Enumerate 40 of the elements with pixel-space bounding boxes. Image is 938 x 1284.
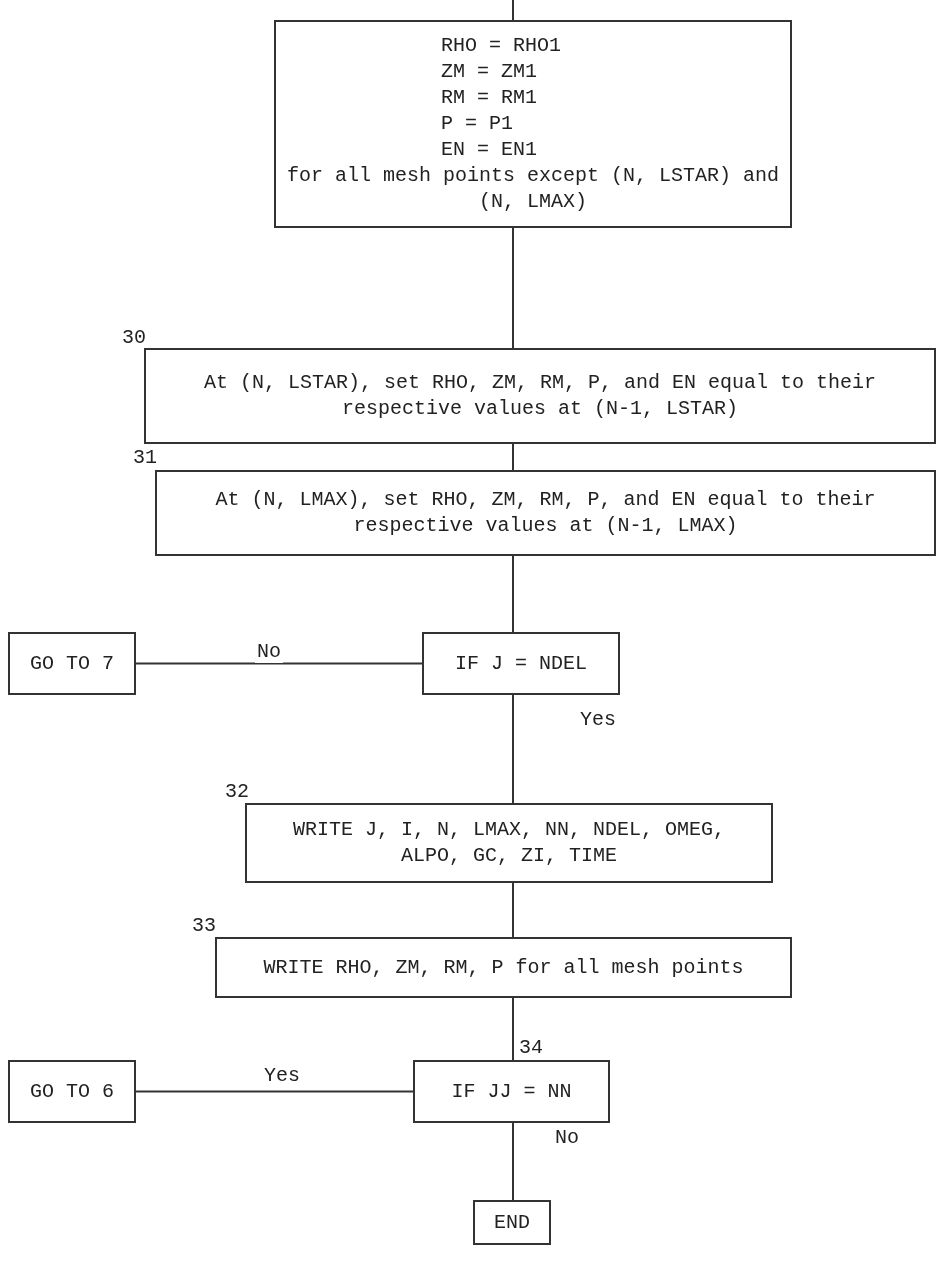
- process-box: [473, 1200, 551, 1245]
- box-text: GO TO 6: [30, 1078, 114, 1105]
- assignment-text: RHO = RHO1: [441, 33, 562, 59]
- step-number: 33: [192, 914, 216, 937]
- process-box: [8, 632, 136, 695]
- step-number: 31: [133, 446, 157, 469]
- process-box: [245, 803, 773, 883]
- box-text: WRITE RHO, ZM, RM, P for all mesh points: [263, 954, 744, 981]
- assignment-text: P = P1: [441, 111, 513, 137]
- box-text: IF J = NDEL: [455, 650, 587, 677]
- connector-line: [512, 882, 514, 938]
- box-text: END: [494, 1209, 530, 1236]
- process-box: [144, 348, 936, 444]
- connector-line: [512, 0, 514, 21]
- assignment-text: RM = RM1: [441, 85, 537, 111]
- connector-line: [512, 227, 514, 349]
- box-text: At (N, LMAX), set RHO, ZM, RM, P, and EN equal to their respective values at (N-1, LMAX): [214, 487, 877, 539]
- process-box: [8, 1060, 136, 1123]
- process-box: [422, 632, 620, 695]
- box-text: IF JJ = NN: [451, 1078, 572, 1105]
- process-box: [413, 1060, 610, 1123]
- connector-line: [512, 997, 514, 1061]
- step-number: 30: [122, 326, 146, 349]
- process-box: [274, 20, 792, 228]
- box-text: for all mesh points except (N, LSTAR) and (N, LMAX): [286, 163, 780, 215]
- box-text: GO TO 7: [30, 650, 114, 677]
- connector-line: [512, 555, 514, 633]
- step-number: 34: [519, 1036, 543, 1059]
- connector-line: [135, 1090, 414, 1093]
- connector-line: [512, 1122, 514, 1201]
- connector-line: [512, 443, 514, 471]
- process-box: [215, 937, 792, 998]
- box-text: At (N, LSTAR), set RHO, ZM, RM, P, and EN equal to their respective values at (N-1, LSTAR): [202, 370, 878, 422]
- connector-line: [512, 694, 514, 804]
- step-number: 32: [225, 780, 249, 803]
- assignment-text: ZM = ZM1: [441, 59, 537, 85]
- connector-line: [135, 662, 423, 665]
- assignment-text: EN = EN1: [441, 137, 537, 163]
- box-text: WRITE J, I, N, LMAX, NN, NDEL, OMEG, ALPO, GC, ZI, TIME: [291, 817, 727, 869]
- process-box: [155, 470, 936, 556]
